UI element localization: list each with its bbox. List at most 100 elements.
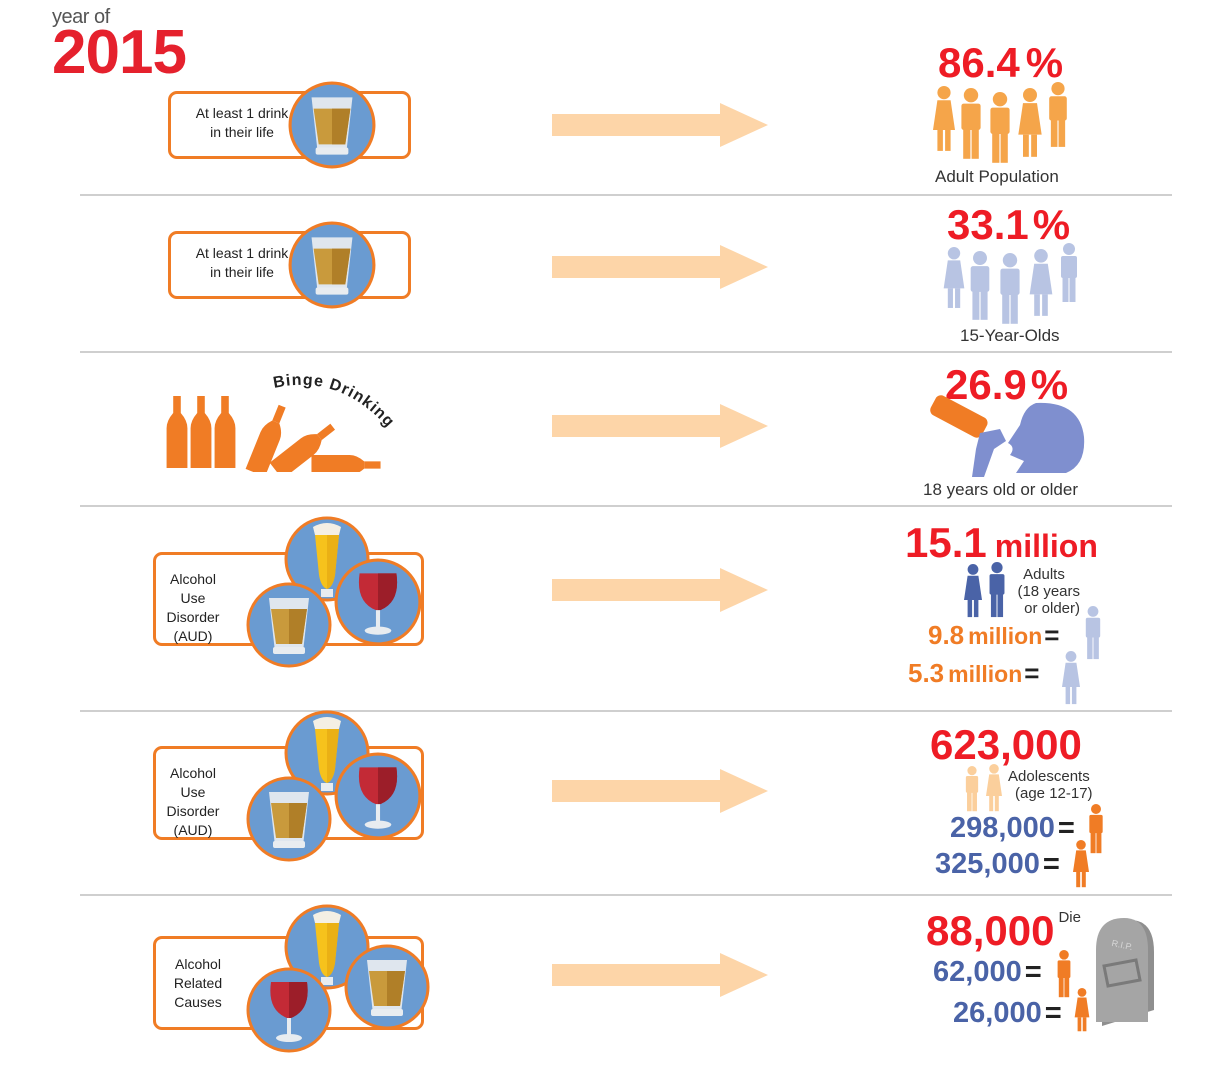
arrow-icon <box>552 404 768 448</box>
row5-female-eq: = <box>1042 848 1060 880</box>
row4-label-line1: Alcohol Use <box>170 571 216 606</box>
binge-drinking-text: Binge Drinking <box>272 372 397 431</box>
head-drinking-icon <box>930 395 1085 477</box>
person-icon <box>965 766 979 812</box>
row6-label: Alcohol Related Causes <box>160 955 236 1012</box>
person-icon <box>964 564 982 618</box>
row4-group-line1: Adults <box>1023 566 1065 583</box>
row2-label-line2: in their life <box>210 264 274 280</box>
row6-label-line2: Related <box>173 975 223 991</box>
bottle-icon <box>214 396 236 468</box>
row1-label: At least 1 drink in their life <box>172 104 312 142</box>
row4-male-eq: = <box>1044 620 1060 650</box>
glass-icon <box>287 220 377 310</box>
row5-label-line2: Disorder <box>166 803 220 819</box>
bottle-icon <box>190 396 212 468</box>
female-icon <box>1073 840 1089 888</box>
row1-value-number: 86.4 <box>938 39 1020 86</box>
row1-label-line2: in their life <box>210 124 274 140</box>
row5-female-number: 325,000 <box>935 848 1040 880</box>
row4-group-label: Adults (18 years or older) <box>1008 566 1080 617</box>
row1-value: 86.4% <box>938 42 1063 84</box>
row4-value-unit: million <box>994 528 1098 564</box>
male-icon <box>1057 950 1071 998</box>
row4-female-number: 5.3 <box>908 658 945 688</box>
row4-female-eq: = <box>1024 658 1040 688</box>
row6-female-number: 26,000 <box>953 997 1042 1029</box>
person-icon <box>1029 249 1053 316</box>
row3-caption: 18 years old or older <box>923 480 1078 499</box>
adults-icons <box>964 562 1005 618</box>
arrow-icon <box>552 568 768 612</box>
row5-group-line2: (age 12-17) <box>1015 785 1093 802</box>
row4-value-number: 15.1 <box>905 519 987 566</box>
glass-icon <box>245 775 333 863</box>
row4-male-number: 9.8 <box>928 620 965 650</box>
row4-female-unit: million <box>948 661 1023 687</box>
row4-group-line3: or older) <box>1024 600 1080 617</box>
male-icon <box>1085 606 1101 660</box>
row5-male-number: 298,000 <box>950 812 1055 844</box>
row2-label-line1: At least 1 drink <box>195 245 289 261</box>
row6-value-suffix: Die <box>1058 909 1081 926</box>
row6-value-number: 88,000 <box>926 907 1055 954</box>
row5-male-eq: = <box>1057 812 1075 844</box>
person-icon <box>943 247 965 308</box>
row6-male-value: 62,000= <box>933 958 1042 987</box>
row-divider <box>80 194 1172 196</box>
person-icon <box>961 88 981 159</box>
row3-value-unit: % <box>1030 361 1069 408</box>
row1-value-unit: % <box>1025 39 1064 86</box>
row6-label-line3: Causes <box>174 994 222 1010</box>
row6-male-number: 62,000 <box>933 956 1022 988</box>
row5-male-value: 298,000= <box>950 814 1075 843</box>
arrow-icon <box>552 953 768 997</box>
row4-label: Alcohol Use Disorder (AUD) <box>158 570 228 646</box>
arrow-icon <box>552 245 768 289</box>
row1-label-line1: At least 1 drink <box>195 105 289 121</box>
row5-group-label: Adolescents (age 12-17) <box>1008 768 1108 802</box>
tombstone-icon: R.I.P. <box>1096 918 1154 1026</box>
row-divider <box>80 351 1172 353</box>
row2-value-unit: % <box>1032 201 1071 248</box>
row-divider <box>80 710 1172 712</box>
person-icon <box>1061 243 1077 302</box>
binge-drinking-label: Binge Drinking <box>272 372 398 431</box>
row2-value: 33.1% <box>947 204 1070 246</box>
row2-label: At least 1 drink in their life <box>172 244 312 282</box>
row5-label-line1: Alcohol Use <box>170 765 216 800</box>
person-icon <box>933 86 955 151</box>
glass-icon <box>287 80 377 170</box>
row-divider <box>80 505 1172 507</box>
glass-icon <box>343 943 431 1031</box>
person-icon <box>1018 88 1042 157</box>
wine-icon <box>245 966 333 1054</box>
row3-value: 26.9% <box>945 364 1068 406</box>
wine-icon <box>333 557 423 647</box>
svg-text:Binge Drinking: Binge Drinking <box>272 372 398 431</box>
row6-female-eq: = <box>1044 997 1062 1029</box>
row6-female-value: 26,000= <box>953 999 1062 1028</box>
row4-label-line2: Disorder <box>166 609 220 625</box>
row5-female-value: 325,000= <box>935 850 1060 879</box>
row-divider <box>80 894 1172 896</box>
bottle-icon <box>166 396 188 468</box>
row2-value-number: 33.1 <box>947 201 1029 248</box>
adult-population-icons <box>933 82 1067 163</box>
glass-icon <box>245 581 333 669</box>
row3-value-number: 26.9 <box>945 361 1027 408</box>
year-title: 2015 <box>52 18 187 87</box>
person-icon <box>986 764 1002 812</box>
person-icon <box>1049 82 1067 147</box>
row4-group-line2: (18 years <box>1017 583 1080 600</box>
row5-label: Alcohol Use Disorder (AUD) <box>158 764 228 840</box>
bottle-icon <box>311 455 381 472</box>
row4-male-unit: million <box>968 623 1043 649</box>
row1-caption: Adult Population <box>935 167 1059 186</box>
wine-icon <box>333 751 423 841</box>
row5-value: 623,000 <box>930 721 1082 768</box>
row5-group-line1: Adolescents <box>1008 768 1090 785</box>
row6-male-eq: = <box>1024 956 1042 988</box>
female-icon <box>1074 988 1090 1032</box>
